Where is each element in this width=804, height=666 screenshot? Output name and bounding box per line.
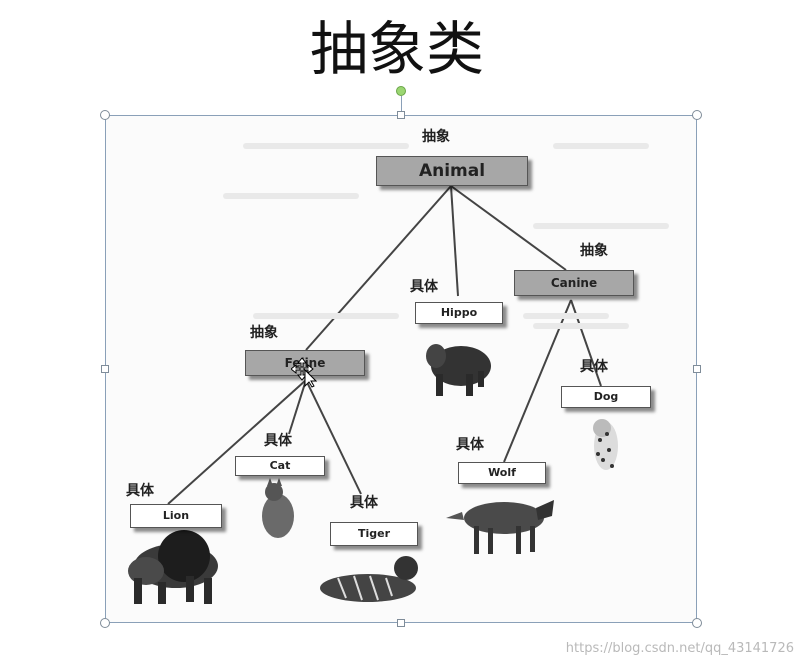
dog-image — [593, 419, 618, 470]
line-animal-hippo — [450, 185, 459, 297]
tag-animal-abstract: 抽象 — [422, 129, 450, 145]
node-animal: Animal — [376, 156, 528, 186]
rotate-stem — [401, 96, 402, 115]
tag-cat-concrete: 具体 — [264, 433, 292, 449]
watermark: https://blog.csdn.net/qq_43141726 — [565, 641, 794, 656]
rotate-handle[interactable] — [396, 86, 406, 96]
resize-handle-bottom[interactable] — [397, 619, 405, 627]
tag-feline-abstract: 抽象 — [250, 325, 278, 341]
resize-handle-left[interactable] — [101, 365, 109, 373]
tag-lion-concrete: 具体 — [126, 483, 154, 499]
resize-handle-bottom-right[interactable] — [692, 618, 702, 628]
line-animal-feline — [305, 185, 452, 351]
tiger-image — [320, 556, 418, 602]
connector-lines — [128, 143, 669, 604]
line-feline-lion — [167, 379, 307, 505]
wolf-image — [446, 500, 554, 554]
node-hippo: Hippo — [415, 302, 503, 324]
move-cursor-icon — [291, 358, 317, 388]
tag-wolf-concrete: 具体 — [456, 437, 484, 453]
line-feline-tiger — [305, 379, 362, 495]
hippo-image — [426, 344, 491, 396]
cat-image — [262, 478, 294, 538]
node-canine: Canine — [514, 270, 634, 296]
node-dog: Dog — [561, 386, 651, 408]
node-lion: Lion — [130, 504, 222, 528]
slide-title: 抽象类 — [309, 15, 484, 83]
tag-canine-abstract: 抽象 — [580, 243, 608, 259]
resize-handle-bottom-left[interactable] — [100, 618, 110, 628]
resize-handle-right[interactable] — [693, 365, 701, 373]
resize-handle-top-left[interactable] — [100, 110, 110, 120]
resize-handle-top-right[interactable] — [692, 110, 702, 120]
line-feline-cat — [288, 379, 307, 435]
class-hierarchy-diagram[interactable]: Animal Feline Canine Hippo Lion Cat Tige… — [106, 116, 696, 622]
tag-tiger-concrete: 具体 — [350, 495, 378, 511]
lion-image — [128, 530, 218, 604]
node-wolf: Wolf — [458, 462, 546, 484]
tag-hippo-concrete: 具体 — [410, 279, 438, 295]
tag-dog-concrete: 具体 — [580, 359, 608, 375]
resize-handle-top[interactable] — [397, 111, 405, 119]
node-cat: Cat — [235, 456, 325, 476]
node-tiger: Tiger — [330, 522, 418, 546]
line-animal-canine — [450, 185, 567, 271]
